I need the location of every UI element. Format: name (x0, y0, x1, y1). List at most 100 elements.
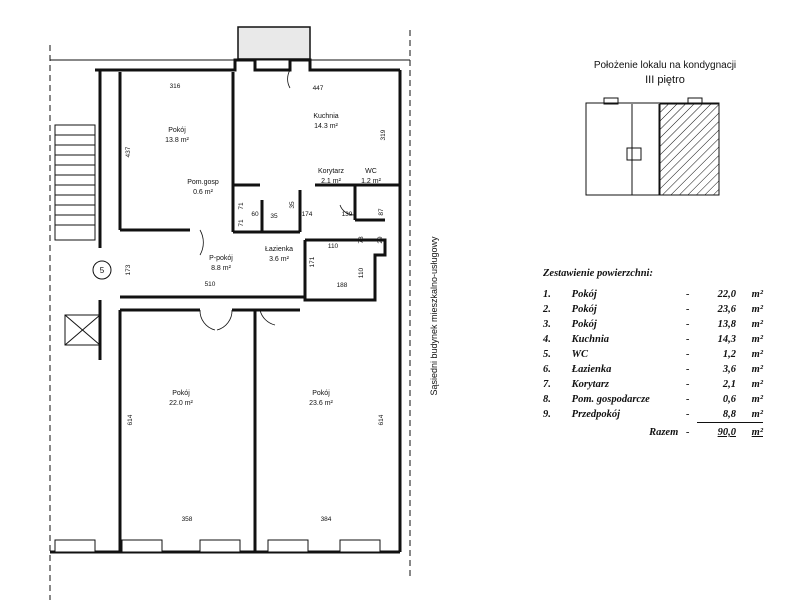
dim-614b: 614 (378, 414, 385, 425)
room-name-ppokoj: P-pokój (209, 255, 233, 262)
dim-510: 510 (205, 281, 216, 288)
row-name: Przedpokój (571, 409, 621, 421)
row-name: Kuchnia (571, 334, 610, 345)
row-dash: - (686, 289, 690, 300)
row-dash: - (686, 319, 690, 330)
dim-35a: 35 (270, 213, 278, 220)
row-number: 6. (543, 364, 551, 375)
row-number: 8. (543, 394, 551, 405)
row-number: 2. (543, 304, 551, 315)
dim-78: 78 (358, 236, 365, 244)
dim-171: 171 (309, 256, 316, 267)
row-unit: m² (751, 319, 763, 330)
dim-110b: 110 (358, 267, 365, 278)
summary-row: 6. Łazienka - 3,6 m² (543, 362, 763, 377)
row-name: Pom. gospodarcze (571, 394, 650, 405)
dim-447: 447 (313, 85, 324, 92)
row-unit: m² (751, 304, 763, 315)
room-name-korytarz: Korytarz (318, 168, 345, 175)
row-name: WC (571, 349, 589, 360)
location-diagram (585, 97, 720, 196)
row-dash: - (686, 379, 690, 390)
row-unit: m² (751, 289, 763, 300)
room-area-pokoj-top: 13.8 m² (165, 137, 189, 144)
room-name-kuchnia: Kuchnia (313, 113, 338, 120)
row-unit: m² (735, 407, 763, 423)
row-name: Pokój (571, 304, 597, 315)
row-area: 22,0 (717, 289, 736, 300)
dim-71a: 71 (238, 219, 245, 227)
row-dash: - (686, 394, 690, 405)
neighbor-building-label: Sąsiedni budynek mieszkalno-usługowy (429, 236, 439, 396)
dim-71b: 71 (238, 202, 245, 210)
total-area: 90,0 (717, 427, 736, 438)
row-dash: - (686, 334, 690, 345)
summary-row: 5. WC - 1,2 m² (543, 347, 763, 362)
row-area: 23,6 (717, 304, 736, 315)
summary-row: 1. Pokój - 22,0 m² (543, 287, 763, 302)
row-number: 5. (543, 349, 551, 360)
stair-number: 5 (100, 266, 105, 275)
location-floor: III piętro (645, 74, 685, 86)
room-area-korytarz: 2.1 m² (321, 178, 342, 185)
room-area-pom-gosp: 0.6 m² (193, 189, 214, 196)
row-name: Łazienka (571, 364, 612, 375)
room-area-wc: 1.2 m² (361, 178, 382, 185)
summary-row: 4. Kuchnia - 14,3 m² (543, 332, 763, 347)
total-label: Razem (649, 426, 679, 438)
row-unit: m² (751, 364, 763, 375)
summary-title: Zestawienie powierzchni: (543, 268, 653, 279)
dim-29: 29 (377, 236, 384, 244)
location-title: Położenie lokalu na kondygnacji (593, 60, 737, 71)
dim-35b: 35 (289, 201, 296, 209)
total-dash: - (686, 426, 690, 438)
row-name: Pokój (571, 319, 597, 330)
summary-total-row: Razem- 90,0 m² (543, 423, 763, 441)
room-area-lazienka: 3.6 m² (269, 256, 290, 263)
room-name-pokoj-left: Pokój (172, 390, 190, 397)
row-dash: - (686, 304, 690, 315)
row-number: 4. (543, 334, 551, 345)
room-name-pokoj-right: Pokój (312, 390, 330, 397)
room-name-lazienka: Łazienka (265, 246, 293, 253)
row-name: Pokój (571, 289, 597, 300)
dim-316: 316 (170, 83, 181, 90)
row-area: 3,6 (722, 364, 736, 375)
dim-384: 384 (321, 516, 332, 523)
dim-437: 437 (125, 146, 132, 157)
row-unit: m² (751, 379, 763, 390)
row-name: Korytarz (571, 379, 610, 390)
room-name-pokoj-top: Pokój (168, 127, 186, 134)
row-dash: - (686, 364, 690, 375)
dim-87: 87 (378, 208, 385, 216)
summary-row: 2. Pokój - 23,6 m² (543, 302, 763, 317)
row-area: 1,2 (722, 349, 736, 360)
room-area-ppokoj: 8.8 m² (211, 265, 232, 272)
dim-614a: 614 (127, 414, 134, 425)
row-dash: - (686, 349, 690, 360)
row-number: 3. (543, 319, 551, 330)
dim-188: 188 (337, 282, 348, 289)
dim-173: 173 (125, 264, 132, 275)
row-unit: m² (751, 394, 763, 405)
room-area-pokoj-right: 23.6 m² (309, 400, 333, 407)
room-area-kuchnia: 14.3 m² (314, 123, 338, 130)
dim-319: 319 (380, 129, 387, 140)
row-area: 8,8 (697, 407, 736, 423)
row-number: 9. (543, 409, 551, 421)
dim-60: 60 (251, 211, 259, 218)
row-unit: m² (751, 334, 763, 345)
total-blank (543, 423, 572, 441)
row-number: 1. (543, 289, 551, 300)
total-unit: m² (751, 427, 763, 438)
row-unit: m² (751, 349, 763, 360)
room-name-pom-gosp: Pom.gosp (187, 179, 219, 186)
dim-110a: 110 (328, 243, 339, 250)
row-area: 14,3 (717, 334, 736, 345)
room-area-pokoj-left: 22.0 m² (169, 400, 193, 407)
